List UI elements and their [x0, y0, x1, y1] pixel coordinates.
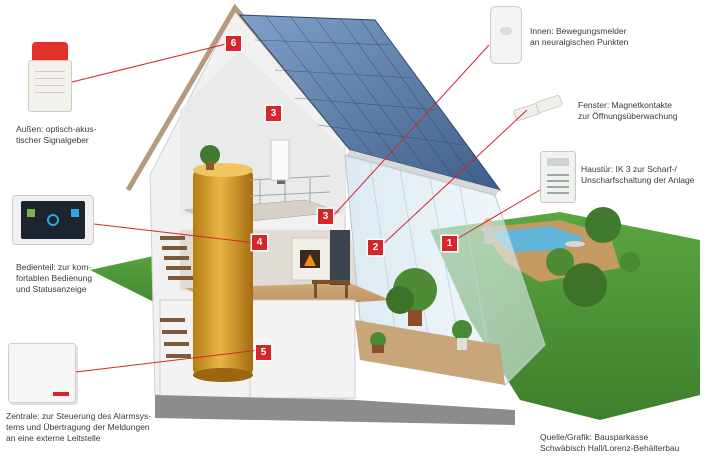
callout-line-4	[93, 223, 257, 244]
storage-tank	[193, 170, 253, 375]
motion-sensor-device	[490, 6, 522, 64]
caption-control-panel: Bedienteil: zur kom- fortablen Bedienung…	[16, 262, 93, 294]
garden-trees	[546, 207, 640, 307]
caption-siren: Außen: optisch-akus- tischer Signalgeber	[16, 124, 97, 145]
pool-person	[484, 218, 492, 244]
badge-3-lower: 3	[318, 209, 333, 224]
staircase	[160, 236, 193, 358]
caption-door-keypad: Haustür: IK 3 zur Scharf-/ Unscharfschal…	[581, 164, 695, 185]
callout-line-3a	[333, 44, 490, 216]
control-panel-device	[12, 195, 94, 245]
callout-line-5	[75, 349, 260, 373]
badge-3-upper: 3	[266, 106, 281, 121]
badge-2: 2	[368, 240, 383, 255]
plant-glasshouse	[386, 268, 437, 326]
plant-small	[452, 320, 472, 350]
dining-table	[312, 280, 350, 298]
caption-central-unit: Zentrale: zur Steuerung des Alarmsys- te…	[6, 411, 152, 443]
upper-door	[270, 139, 290, 181]
balcony-railing	[249, 175, 331, 204]
pool	[490, 226, 585, 252]
roof-eave	[345, 150, 500, 196]
dark-panel	[330, 230, 350, 285]
callout-line-1	[454, 189, 541, 241]
callout-line-6	[71, 43, 227, 83]
callout-line-2	[379, 109, 528, 248]
caption-window-contact: Fenster: Magnetkontakte zur Öffnungsüber…	[578, 100, 678, 121]
caption-motion-sensor: Innen: Bewegungsmelder an neuralgischen …	[530, 26, 629, 47]
badge-1: 1	[442, 236, 457, 251]
central-unit-device	[8, 343, 76, 403]
badge-6: 6	[226, 36, 241, 51]
plant-upper	[200, 145, 220, 170]
garden-table	[565, 241, 585, 247]
plant-floor	[370, 332, 386, 353]
keypad-device	[540, 151, 576, 203]
caption-source: Quelle/Grafik: Bausparkasse Schwäbisch H…	[540, 432, 680, 453]
siren-device	[28, 42, 72, 112]
ground-floor	[355, 320, 505, 385]
badge-5: 5	[256, 345, 271, 360]
badge-4: 4	[252, 235, 267, 250]
foundation	[155, 395, 515, 425]
